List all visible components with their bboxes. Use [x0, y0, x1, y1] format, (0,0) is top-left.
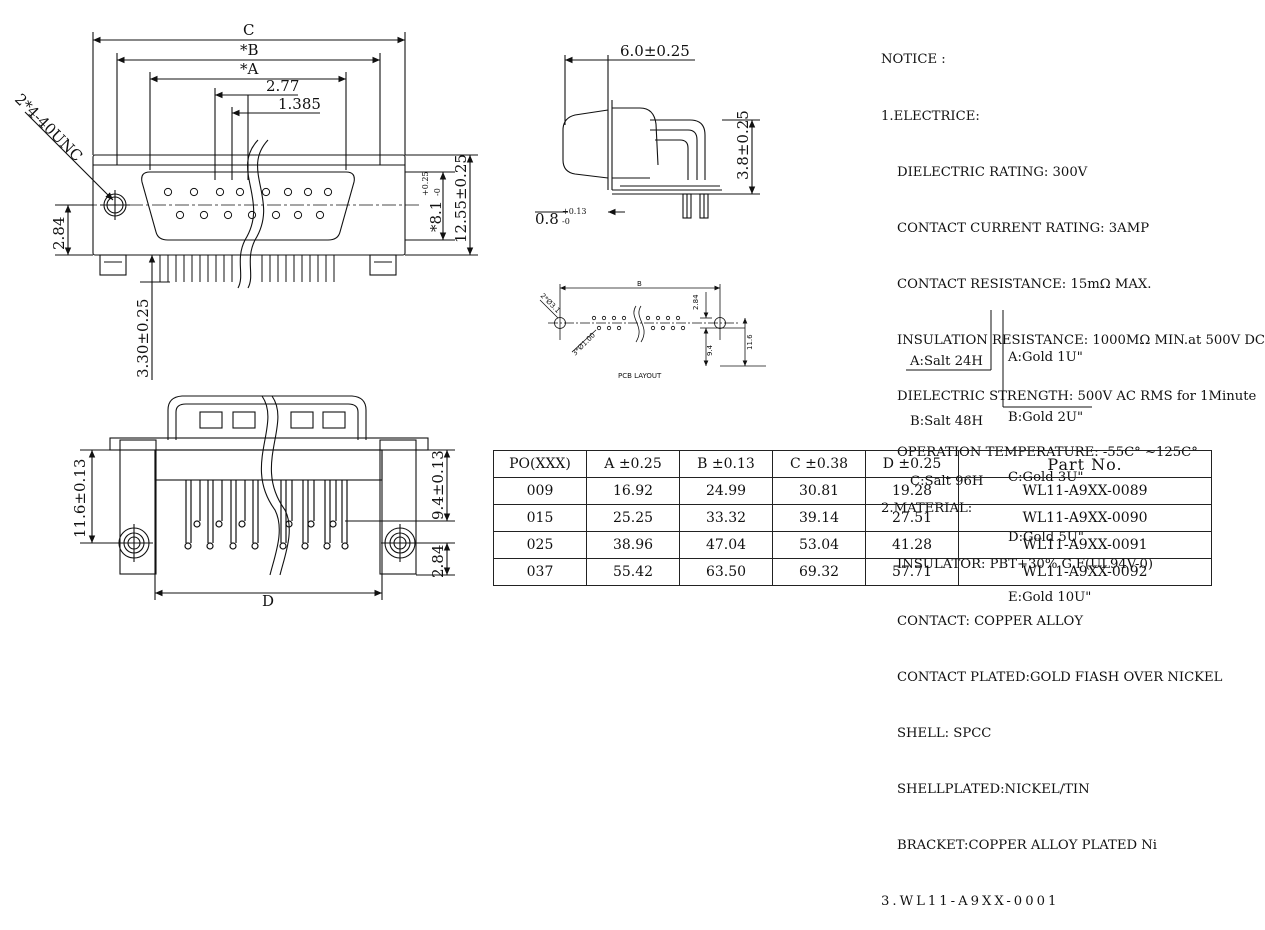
dim-a-label: *A: [240, 60, 259, 78]
table-row: 015 25.25 33.32 39.14 27.51 WL11-A9XX-00…: [493, 504, 1212, 532]
dim-330-label: 3.30±0.25: [134, 299, 152, 378]
bottom-view-labels: 11.6±0.13 9.4±0.13 2.84 D: [71, 450, 447, 610]
pcb-layout-labels: B 2.84 9.4 11.6 2*Ø3.1 3*Ø1.00 PCB LAYOU…: [539, 280, 754, 380]
table-row: 037 55.42 63.50 69.32 57.71 WL11-A9XX-00…: [493, 558, 1212, 586]
side-view-labels: 6.0±0.25 3.8±0.25 0.8 +0.13 -0: [535, 42, 752, 228]
front-view-labels: C *B *A 2.77 1.385 2*4-40UNC 2.84 3.30±0…: [11, 21, 470, 378]
dim-81-tol-bot: -0: [433, 188, 442, 196]
gold-option: A:Gold 1U": [1008, 350, 1083, 365]
electric-spec: DIELECTRIC STRENGTH: 500V AC RMS for 1Mi…: [897, 389, 1257, 405]
cell: 55.42: [586, 558, 680, 586]
cell: WL11-A9XX-0090: [958, 504, 1212, 532]
pcb-dim-116: 11.6: [746, 334, 754, 350]
cell: 16.92: [586, 477, 680, 505]
cell: 25.25: [586, 504, 680, 532]
cell: WL11-A9XX-0092: [958, 558, 1212, 586]
dim-116-label: 11.6±0.13: [71, 459, 89, 538]
cell: 33.32: [679, 504, 773, 532]
header-b: B ±0.13: [679, 450, 773, 478]
dim-94-label: 9.4±0.13: [429, 450, 447, 520]
cell: 38.96: [586, 531, 680, 559]
cell: 53.04: [772, 531, 866, 559]
cell: 037: [493, 558, 587, 586]
side-view: [535, 55, 760, 219]
electric-spec: DIELECTRIC RATING: 300V: [897, 164, 1088, 180]
code-brackets: [906, 310, 1092, 408]
electric-spec: CONTACT CURRENT RATING: 3AMP: [897, 220, 1150, 236]
part-code: 3.WL11-A9XX-0001: [881, 894, 1060, 910]
cell: 24.99: [679, 477, 773, 505]
dim-d-label: D: [262, 592, 274, 610]
dim-284-bottom-label: 2.84: [429, 545, 447, 578]
cell: 63.50: [679, 558, 773, 586]
cell: 009: [493, 477, 587, 505]
dim-1385-label: 1.385: [278, 95, 321, 113]
electric-spec: CONTACT RESISTANCE: 15mΩ MAX.: [897, 276, 1152, 292]
cell: 015: [493, 504, 587, 532]
salt-option: A:Salt 24H: [910, 354, 983, 369]
notice-title: NOTICE :: [881, 52, 946, 68]
cell: WL11-A9XX-0089: [958, 477, 1212, 505]
pcb-hole-label: 3*Ø1.00: [571, 331, 597, 357]
material-spec: CONTACT PLATED:GOLD FIASH OVER NICKEL: [897, 669, 1223, 685]
material-spec: SHELLPLATED:NICKEL/TIN: [897, 781, 1090, 797]
cell: 30.81: [772, 477, 866, 505]
pcb-layout-title: PCB LAYOUT: [618, 372, 662, 380]
table-header-row: PO(XXX) A ±0.25 B ±0.13 C ±0.38 D ±0.25 …: [493, 450, 1212, 478]
cell: 41.28: [865, 531, 959, 559]
material-spec: BRACKET:COPPER ALLOY PLATED Ni: [897, 837, 1158, 853]
pcb-dim-284: 2.84: [692, 294, 700, 310]
dim-81-label: *8.1: [427, 201, 445, 232]
header-a: A ±0.25: [586, 450, 680, 478]
dimension-table: PO(XXX) A ±0.25 B ±0.13 C ±0.38 D ±0.25 …: [493, 450, 1212, 586]
salt-option: B:Salt 48H: [910, 414, 984, 429]
cell: 27.51: [865, 504, 959, 532]
gold-option: B:Gold 2U": [1008, 410, 1084, 425]
cell: 47.04: [679, 531, 773, 559]
header-c: C ±0.38: [772, 450, 866, 478]
dim-277-label: 2.77: [266, 77, 299, 95]
dim-81-tol-top: +0.25: [421, 171, 430, 196]
dim-38-label: 3.8±0.25: [734, 110, 752, 180]
cell: 19.28: [865, 477, 959, 505]
dim-284-label: 2.84: [50, 217, 68, 250]
dim-b-label: *B: [240, 41, 259, 59]
cell: 57.71: [865, 558, 959, 586]
cell: WL11-A9XX-0091: [958, 531, 1212, 559]
cell: 39.14: [772, 504, 866, 532]
bottom-view: [80, 395, 455, 600]
table-row: 025 38.96 47.04 53.04 41.28 WL11-A9XX-00…: [493, 531, 1212, 559]
gold-option: E:Gold 10U": [1008, 590, 1092, 605]
pcb-dim-b: B: [637, 280, 642, 288]
cell: 69.32: [772, 558, 866, 586]
electric-spec: INSULATION RESISTANCE: 1000MΩ MIN.at 500…: [897, 332, 1265, 348]
material-spec: SHELL: SPCC: [897, 725, 992, 741]
technical-drawing: C *B *A 2.77 1.385 2*4-40UNC 2.84 3.30±0…: [11, 21, 1092, 610]
pcb-layout: [539, 284, 766, 367]
notice-section-electric: 1.ELECTRICE:: [881, 108, 980, 124]
table-row: 009 16.92 24.99 30.81 19.28 WL11-A9XX-00…: [493, 477, 1212, 505]
dim-08-tol-bot: -0: [562, 217, 570, 226]
header-part-no: Part No.: [958, 450, 1212, 478]
header-d: D ±0.25: [865, 450, 959, 478]
header-po: PO(XXX): [493, 450, 587, 478]
material-spec: CONTACT: COPPER ALLOY: [897, 613, 1084, 629]
pcb-big-hole-label: 2*Ø3.1: [539, 292, 562, 315]
dim-c-label: C: [243, 21, 254, 39]
dim-08-tol-top: +0.13: [562, 207, 587, 216]
pcb-dim-94: 9.4: [706, 344, 714, 356]
front-view: [24, 32, 478, 380]
thread-label: 2*4-40UNC: [11, 90, 86, 165]
dim-60-label: 6.0±0.25: [620, 42, 690, 60]
cell: 025: [493, 531, 587, 559]
dim-08-label: 0.8: [535, 210, 559, 228]
dim-1255-label: 12.55±0.25: [452, 154, 470, 243]
